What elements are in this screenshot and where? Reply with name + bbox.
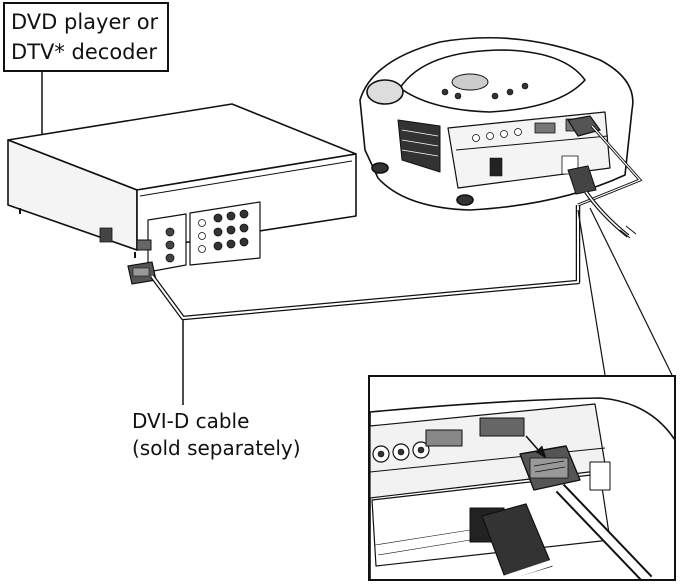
source-device-label-line2: DTV* decoder [11, 37, 161, 67]
cable-label-line2: (sold separately) [132, 435, 301, 462]
detail-inset [369, 376, 675, 580]
source-device-label: DVD player or DTV* decoder [3, 2, 169, 72]
detail-callout-line-right [590, 208, 672, 375]
dvi-plug-dvd-end [128, 262, 156, 284]
dvd-player-illustration [8, 104, 356, 272]
cable-label: DVI-D cable (sold separately) [132, 408, 301, 462]
source-device-label-line1: DVD player or [11, 7, 161, 37]
cable-label-line1: DVI-D cable [132, 408, 301, 435]
detail-callout-line-left [578, 210, 605, 375]
